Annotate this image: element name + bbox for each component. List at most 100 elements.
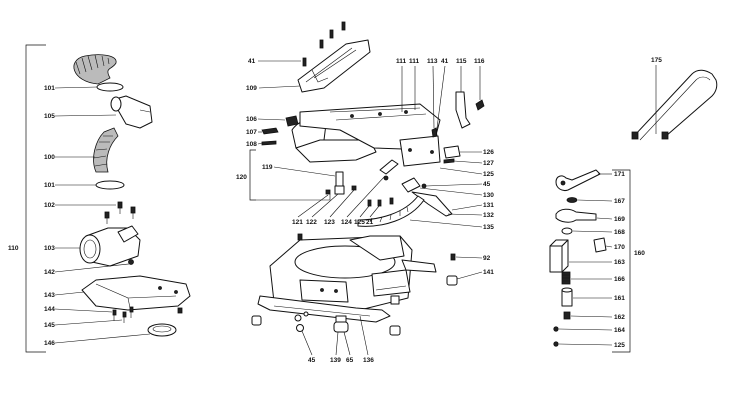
spring-166 (561, 271, 571, 285)
label-41b: 41 (441, 58, 449, 65)
guard-cover-143 (81, 275, 191, 311)
clamp-lever-169 (555, 208, 597, 223)
label-130: 130 (483, 192, 494, 199)
dust-extraction-group: 110 (8, 44, 191, 353)
label-131: 131 (483, 202, 494, 209)
label-107: 107 (246, 129, 257, 136)
foot-right (389, 325, 401, 336)
label-127: 127 (483, 160, 494, 167)
hose-clamp-101 (96, 82, 124, 92)
label-163: 163 (614, 259, 625, 266)
label-170: 170 (614, 244, 625, 251)
bolt-113 (431, 127, 438, 138)
elbow-adapter-105 (111, 95, 153, 129)
label-108: 108 (246, 141, 257, 148)
nut-142 (128, 259, 134, 265)
bracket-126 (443, 145, 461, 159)
screw-92 (450, 253, 456, 261)
label-160: 160 (634, 250, 645, 257)
foot-141 (446, 275, 458, 286)
column-163 (549, 239, 569, 273)
bracket-107 (261, 127, 279, 135)
washer-168 (561, 227, 573, 235)
screws-102 (104, 201, 136, 224)
label-101: 101 (44, 85, 55, 92)
label-166: 166 (614, 276, 625, 283)
screw-base-left (297, 233, 303, 241)
pin-108 (261, 140, 277, 146)
screw-125 (553, 341, 559, 347)
label-164: 164 (614, 327, 625, 334)
latch-115 (455, 91, 471, 129)
upper-saw-housing (291, 103, 441, 167)
label-45b: 45 (308, 357, 316, 364)
dust-port-housing-103 (79, 225, 141, 267)
label-125b: 125 (483, 171, 494, 178)
label-110: 110 (8, 245, 19, 252)
label-102: 102 (44, 202, 55, 209)
label-122: 122 (306, 219, 317, 226)
handle-bar-175: 175 (631, 57, 718, 141)
label-120: 120 (236, 174, 247, 181)
small-parts-121-124 (325, 159, 399, 195)
label-136: 136 (363, 357, 374, 364)
label-162: 162 (614, 314, 625, 321)
label-143: 143 (44, 292, 55, 299)
label-116: 116 (474, 58, 485, 65)
label-142: 142 (44, 269, 55, 276)
label-111a: 111 (396, 58, 407, 65)
label-123: 123 (324, 219, 335, 226)
knob-139-65 (333, 315, 349, 333)
foot-left (251, 315, 262, 326)
label-175: 175 (651, 57, 662, 64)
label-141: 141 (483, 269, 494, 276)
label-124: 124 (341, 219, 352, 226)
label-135: 135 (483, 224, 494, 231)
cap-162 (563, 311, 571, 320)
lever-130-132 (401, 177, 453, 217)
label-121: 121 (292, 219, 303, 226)
corrugated-hose-100 (93, 127, 119, 173)
label-144: 144 (44, 306, 55, 313)
washer-167 (566, 197, 578, 203)
label-113: 113 (427, 58, 438, 65)
clamp-group: 160 171 (549, 169, 645, 353)
label-115: 115 (456, 58, 467, 65)
label-65: 65 (346, 357, 354, 364)
label-167: 167 (614, 198, 625, 205)
saw-base-136 (257, 235, 437, 323)
label-161: 161 (614, 295, 625, 302)
label-100: 100 (44, 154, 55, 161)
label-101-lower: 101 (44, 182, 55, 189)
corrugated-hose-top (73, 54, 117, 85)
label-146: 146 (44, 340, 55, 347)
label-125: 125 (354, 219, 365, 226)
label-106: 106 (246, 116, 257, 123)
label-171: 171 (614, 171, 625, 178)
label-119: 119 (262, 164, 273, 171)
label-21: 21 (366, 219, 374, 226)
pin-127 (443, 158, 455, 164)
label-92: 92 (483, 255, 491, 262)
label-169: 169 (614, 216, 625, 223)
label-132: 132 (483, 212, 494, 219)
washers-45 (294, 311, 309, 332)
hose-clamp-101b (95, 180, 125, 190)
label-139: 139 (330, 357, 341, 364)
screw-164 (553, 326, 559, 332)
label-125c: 125 (614, 342, 625, 349)
screws-144-145 (112, 306, 183, 323)
label-103: 103 (44, 245, 55, 252)
post-119 (334, 171, 345, 195)
knob-106 (285, 115, 299, 127)
label-126: 126 (483, 149, 494, 156)
lever-171 (555, 169, 601, 191)
label-45: 45 (483, 181, 491, 188)
screw-116 (475, 99, 485, 111)
guard-rail-109 (297, 21, 371, 93)
miter-scale-135 (357, 195, 425, 227)
label-145: 145 (44, 322, 55, 329)
label-168: 168 (614, 229, 625, 236)
cylinder-161 (561, 287, 573, 307)
